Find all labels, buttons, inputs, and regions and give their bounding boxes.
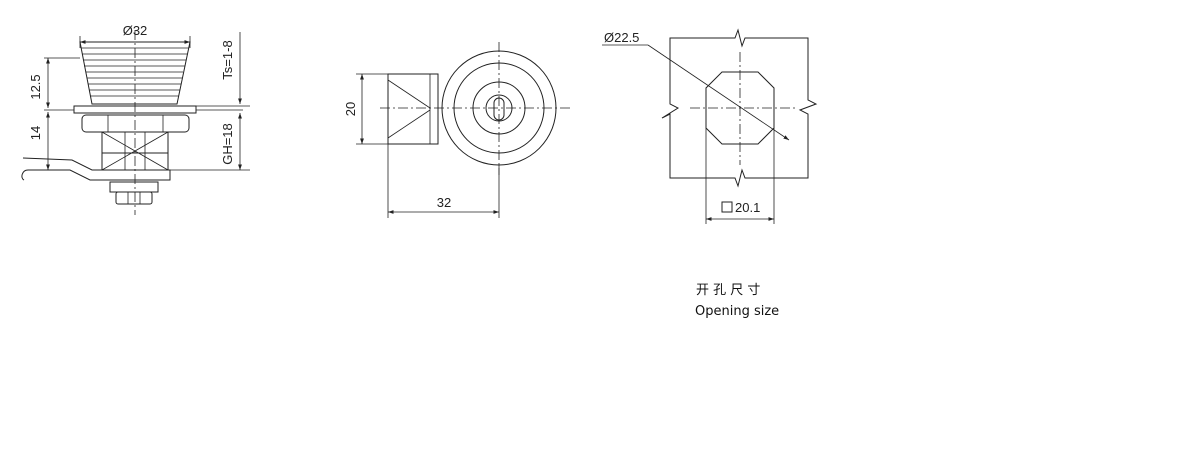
cam-block (387, 73, 439, 145)
gh-label: GH=18 (220, 123, 235, 165)
caption-english: Opening size (695, 304, 779, 319)
panel-outline (661, 28, 818, 188)
side-dia-label: Ø32 (123, 23, 148, 38)
front-width-label: 32 (437, 195, 451, 210)
opening-cutout (705, 71, 775, 145)
square-symbol-icon (721, 201, 733, 213)
front-height-label: 20 (343, 102, 358, 116)
ts-label: Ts=1-8 (220, 40, 235, 79)
side-body-label: 14 (28, 126, 43, 140)
side-view: Ø32 12.5 14 Ts=1-8 GH=18 (21, 23, 250, 215)
side-height-label: 12.5 (28, 74, 43, 99)
opening-view: Ø22.5 20.1 开 孔 尺 寸 Opening size (602, 28, 818, 319)
hex-nut (81, 114, 190, 133)
knob-grip-lines (81, 47, 189, 97)
cam-screw (109, 181, 159, 193)
front-view: 20 32 (343, 42, 570, 218)
cam-arm (21, 157, 171, 181)
key-cylinder (472, 81, 526, 135)
opening-square-label: 20.1 (735, 200, 760, 215)
opening-dia-label: Ø22.5 (604, 30, 639, 45)
caption-chinese: 开 孔 尺 寸 (696, 283, 760, 298)
